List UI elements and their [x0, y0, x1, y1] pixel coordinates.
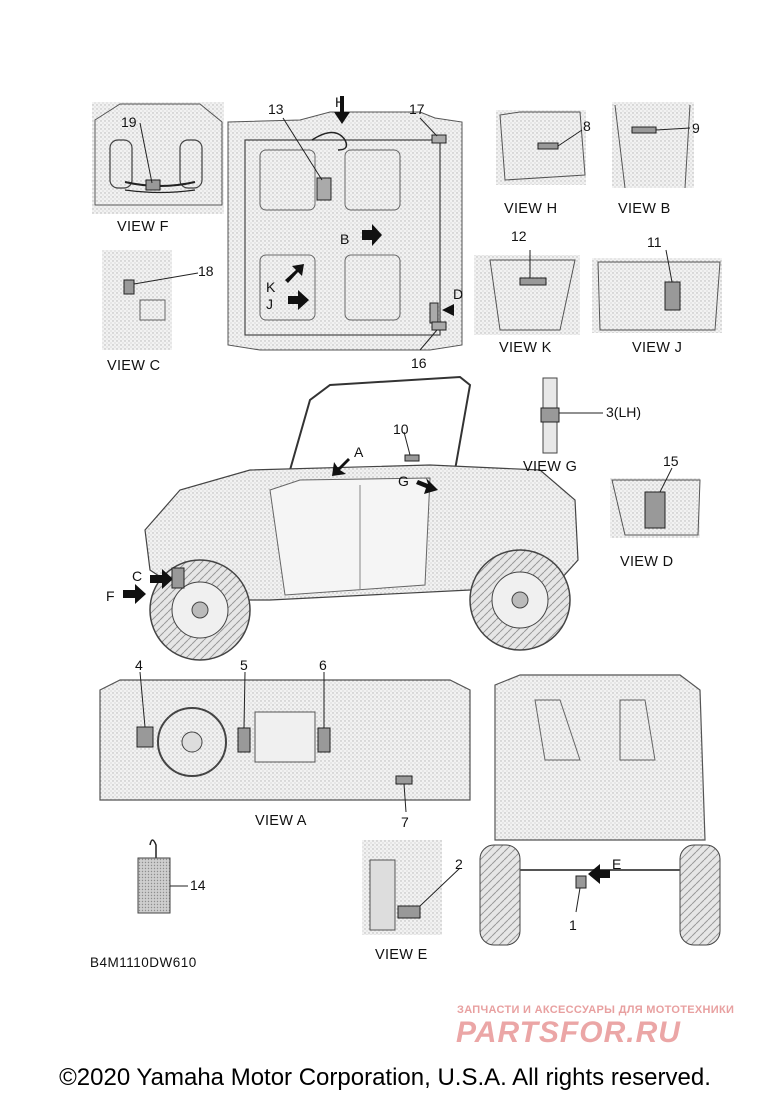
watermark-tagline: ЗАПЧАСТИ И АКСЕССУАРЫ ДЛЯ МОТОТЕХНИКИ	[457, 1004, 735, 1016]
rear-view-image	[479, 674, 721, 946]
callout-15: 15	[663, 453, 679, 469]
view-e-caption: VIEW E	[375, 947, 428, 963]
view-a-caption: VIEW A	[255, 813, 307, 829]
diagram-code: B4M1110DW610	[90, 955, 197, 970]
callout-5: 5	[240, 657, 248, 673]
view-f-caption: VIEW F	[117, 219, 169, 235]
view-h-image	[496, 110, 586, 185]
callout-16: 16	[411, 355, 427, 371]
callout-19: 19	[121, 114, 137, 130]
view-d-image	[610, 467, 701, 538]
arrow-letter-h: H	[335, 94, 346, 110]
callout-14: 14	[190, 877, 206, 893]
arrow-letter-b: B	[340, 231, 350, 247]
view-k-image	[474, 250, 580, 335]
callout-3: 3(LH)	[606, 404, 642, 420]
watermark-brand: PARTSFOR.RU	[456, 1016, 681, 1049]
callout-12: 12	[511, 228, 527, 244]
view-g-caption: VIEW G	[523, 459, 578, 475]
view-e-image	[362, 840, 461, 935]
arrow-letter-f: F	[106, 588, 115, 604]
arrow-letter-g: G	[398, 473, 409, 489]
tag-14-image	[137, 839, 188, 914]
callout-11: 11	[647, 234, 662, 250]
arrow-letter-e: E	[612, 856, 622, 872]
top-view-image	[227, 96, 464, 351]
copyright-notice: ©2020 Yamaha Motor Corporation, U.S.A. A…	[59, 1064, 711, 1091]
view-f-image	[92, 102, 224, 214]
callout-9: 9	[692, 120, 700, 136]
view-j-image	[592, 249, 722, 333]
view-b-caption: VIEW B	[618, 201, 671, 217]
callout-1: 1	[569, 917, 577, 933]
arrow-letter-a: A	[354, 444, 364, 460]
arrow-letter-j: J	[266, 296, 273, 312]
callout-13: 13	[268, 101, 284, 117]
view-j-caption: VIEW J	[632, 340, 683, 356]
arrow-letter-d: D	[453, 286, 464, 302]
callout-6: 6	[319, 657, 327, 673]
arrow-letter-k: K	[266, 279, 276, 295]
arrow-letter-c: C	[132, 568, 143, 584]
callout-4: 4	[135, 657, 143, 673]
view-c-caption: VIEW C	[107, 358, 161, 374]
view-b-image	[612, 102, 694, 189]
view-g-image	[540, 377, 603, 454]
callout-2: 2	[455, 856, 463, 872]
view-k-caption: VIEW K	[499, 340, 552, 356]
callout-18: 18	[198, 263, 214, 279]
side-view-image	[123, 375, 579, 661]
view-c-image	[102, 250, 199, 350]
view-h-caption: VIEW H	[504, 201, 558, 217]
callout-7: 7	[401, 814, 409, 830]
view-d-caption: VIEW D	[620, 554, 674, 570]
callout-17: 17	[409, 101, 425, 117]
callout-8: 8	[583, 118, 591, 134]
callout-10: 10	[393, 421, 409, 437]
view-a-image	[99, 671, 471, 813]
